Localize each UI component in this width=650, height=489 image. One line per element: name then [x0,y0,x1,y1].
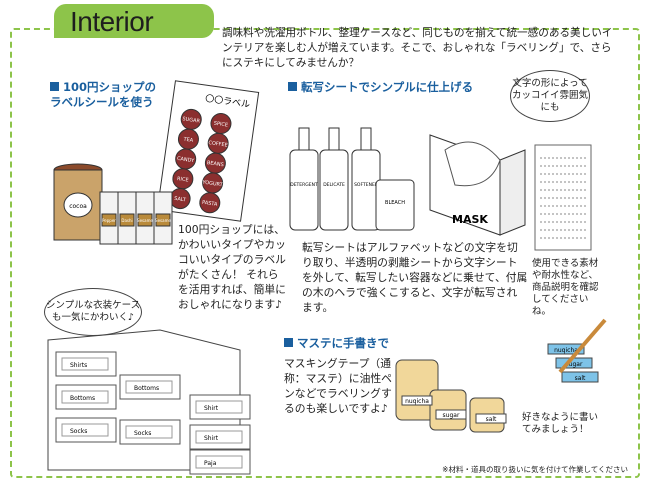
section3-note: 好きなように書いてみましょう！ [522,412,599,435]
content-frame [10,28,640,478]
small-jar-sticker [155,213,171,227]
sticker-circle [199,192,221,214]
sticker-label: COFFEE [208,140,228,149]
jar-label: Pepper [102,218,116,223]
drawer-label-frame [195,455,243,469]
tape-strip-text: salt [575,375,586,382]
section2-side-note: 使用できる素材や耐水性など、商品説明を確認してくださいね。 [532,258,599,317]
sticker-label: BEANS [206,160,224,168]
tape-label [401,395,433,406]
section2-heading-text: 転写シートでシンプルに仕上げる [301,80,474,94]
section2-heading: 転写シートでシンプルに仕上げる [288,80,473,95]
bleach-jug [375,179,415,231]
drawer-label: Shirt [204,435,219,442]
tape-label [435,409,467,420]
drawer-label-frame [125,380,173,394]
jar-label: Sesame [155,218,171,223]
drawer-label-frame [195,430,243,444]
transfer-sheet-illustration [534,144,592,251]
bottle-cap [298,127,310,151]
section2-bubble-text: 文字の形によってカッコイイ雰囲気にも [511,78,588,113]
small-jar-sticker [137,213,153,227]
drawer-label: Paja [204,460,217,467]
bullet-square-icon [288,82,297,91]
sticker-label: YOGURT [201,179,224,188]
section1-heading-line2: ラベルシールを使う [50,95,154,109]
drawer-label: Socks [134,430,151,437]
section1-heading-line1: 100円ショップの [63,80,157,94]
section1-heading: 100円ショップの ラベルシールを使う [50,80,156,110]
bottle-label: SOFTENER [354,182,378,188]
footnote: ※材料・道具の取り扱いに気を付けて作業してください [442,465,628,474]
tape-label-text: nuqicha [405,398,429,405]
sticker-label: PASTA [202,200,219,208]
jar-label: Dashi [121,218,132,223]
small-jar-sticker [101,213,117,227]
intro-text: 調味料や洗濯用ボトル、整理ケースなど、同じものを揃えて統一感のある美しいインテリ… [222,27,613,69]
tape-label-text: salt [486,416,497,423]
tape-label-text: sugar [443,412,460,419]
bottle-cap [360,127,372,151]
section1-bubble: シンプルな衣装ケースも一気にかわいく♪ [44,288,142,336]
tape-strip-text: sugar [566,361,583,368]
sticker-label: TEA [182,136,194,144]
pen-icon [558,318,607,374]
page-title: Interior [70,6,154,37]
bottle [319,149,349,231]
sticker-label: SPICE [213,121,228,129]
tape-strip-text: nuqicha [554,347,578,354]
sticker-label: SUGAR [182,116,201,124]
section3-heading: マステに手書きで [284,336,389,351]
small-jar-sticker [119,213,135,227]
drawer-label: Socks [70,428,87,435]
sticker-label: SALT [174,196,187,204]
bottle-label: DETERGENT [290,182,318,188]
drawers-illustration: ShirtsBottomsSocksBottomsSocksShirtShirt… [47,329,251,475]
header-tab [54,4,214,38]
tape-label [475,413,507,424]
bullet-square-icon [50,82,59,91]
jar-label: Sesame [137,218,153,223]
jar-label: cocoa [69,203,87,210]
sticker-label: CANDY [177,156,196,164]
drawer-label: Bottoms [70,395,95,402]
tape-strip [561,371,599,383]
section3-heading-text: マステに手書きで [297,336,389,350]
bottle-label: BLEACH [385,200,405,206]
sticker-label: RICE [177,176,189,184]
section1-bubble-text: シンプルな衣装ケースも一気にかわいく♪ [45,300,141,323]
bottle [289,149,319,231]
bottles-illustration: DETERGENT DELICATE SOFTENER BLEACH [289,127,415,231]
tape-jars-illustration: nuqicha sugar salt nuqicha sugar salt [395,318,607,433]
drawer-label-frame [125,425,173,439]
tape-strip [547,343,585,355]
bullet-square-icon [284,338,293,347]
section2-body: 転写シートはアルファベットなどの文字を切り取り、半透明の剥離シートから文字シート… [302,241,528,314]
drawer-label-frame [195,400,243,414]
drawer-label: Bottoms [134,385,159,392]
drawer-label-frame [61,423,109,437]
mask-box-label: MASK [452,213,488,226]
drawer-label: Shirt [204,405,219,412]
section2-bubble: 文字の形によってカッコイイ雰囲気にも [510,70,590,122]
drawer-label-frame [61,390,109,404]
section3-body: マスキングテープ（通称：マステ）に油性ペンなどでラベリングするのも楽しいですよ♪ [284,357,392,415]
drawer-label: Shirts [70,362,87,369]
bottle-cap [328,127,340,151]
mask-box-illustration: MASK [429,134,526,236]
bottle-label: DELICATE [323,182,345,188]
section1-body: 100円ショップには、かわいいタイプやカッコいいタイプのラベルがたくさん！ それ… [178,223,286,311]
drawer-label-frame [61,357,109,371]
